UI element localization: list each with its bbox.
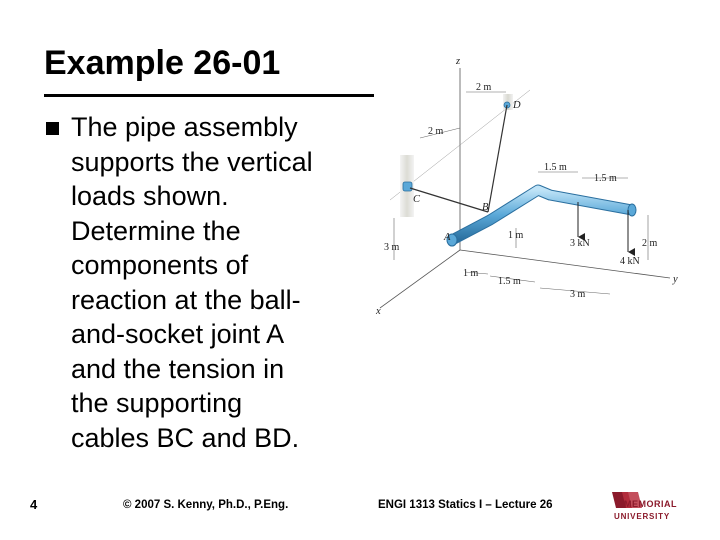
logo-line-2: UNIVERSITY — [614, 512, 670, 521]
x-axis-label: x — [375, 306, 381, 317]
dimension-lines — [393, 91, 649, 295]
page-number: 4 — [30, 497, 38, 512]
dim-label: 2 m — [642, 238, 658, 249]
copyright-text: © 2007 S. Kenny, Ph.D., P.Eng. — [123, 499, 289, 511]
load-label-4kn: 4 kN — [620, 256, 640, 267]
bullet-line: supports the vertical — [71, 146, 313, 177]
dim-label: 3 m — [384, 242, 400, 253]
point-d-top-label: D — [512, 100, 521, 111]
memorial-university-logo: MEMORIAL UNIVERSITY — [612, 492, 677, 521]
coordinate-axes — [379, 68, 671, 309]
dim-label: 1.5 m — [544, 162, 567, 173]
bullet-line: the supporting — [71, 388, 243, 418]
course-text: ENGI 1313 Statics I – Lecture 26 — [378, 499, 553, 511]
point-b-label: B — [482, 202, 489, 213]
z-axis-label: z — [455, 56, 460, 67]
dim-label: 2 m — [476, 82, 492, 93]
bullet-line: and-socket joint A — [71, 319, 285, 349]
pipe-assembly-diagram: z x y D C B A 2 m 2 m 1.5 — [375, 56, 678, 317]
logo-line-1: MEMORIAL — [624, 499, 677, 509]
bullet-text: The pipe assembly supports the vertical … — [71, 110, 371, 455]
load-label-3kn: 3 kN — [570, 238, 590, 249]
bullet-line: and the tension in — [71, 353, 285, 384]
wall-support-c — [400, 155, 414, 217]
square-bullet-icon — [46, 122, 59, 135]
pipe — [446, 184, 637, 247]
bullet-line: Determine the — [71, 215, 241, 246]
slide-title: Example 26-01 — [44, 44, 281, 82]
bullet-line: reaction at the ball- — [71, 284, 301, 315]
cable-bd — [487, 104, 508, 213]
ceiling-support-d — [503, 94, 513, 110]
bullet-line: The pipe assembly — [71, 112, 298, 142]
point-a-label: A — [443, 232, 451, 243]
dim-label: 1 m — [463, 268, 479, 279]
dim-label: 2 m — [428, 126, 444, 137]
dim-label: 1.5 m — [498, 276, 521, 287]
dim-label: 1.5 m — [594, 173, 617, 184]
y-axis-label: y — [672, 274, 678, 285]
dim-label: 3 m — [570, 289, 586, 300]
point-c-label: C — [413, 194, 421, 205]
dim-label: 1 m — [508, 230, 524, 241]
bullet-line: loads shown. — [71, 181, 229, 211]
bullet-line: components of — [71, 250, 249, 280]
title-underline — [44, 94, 374, 97]
cable-bc — [409, 187, 489, 213]
bullet-line: cables BC and BD. — [71, 422, 300, 453]
